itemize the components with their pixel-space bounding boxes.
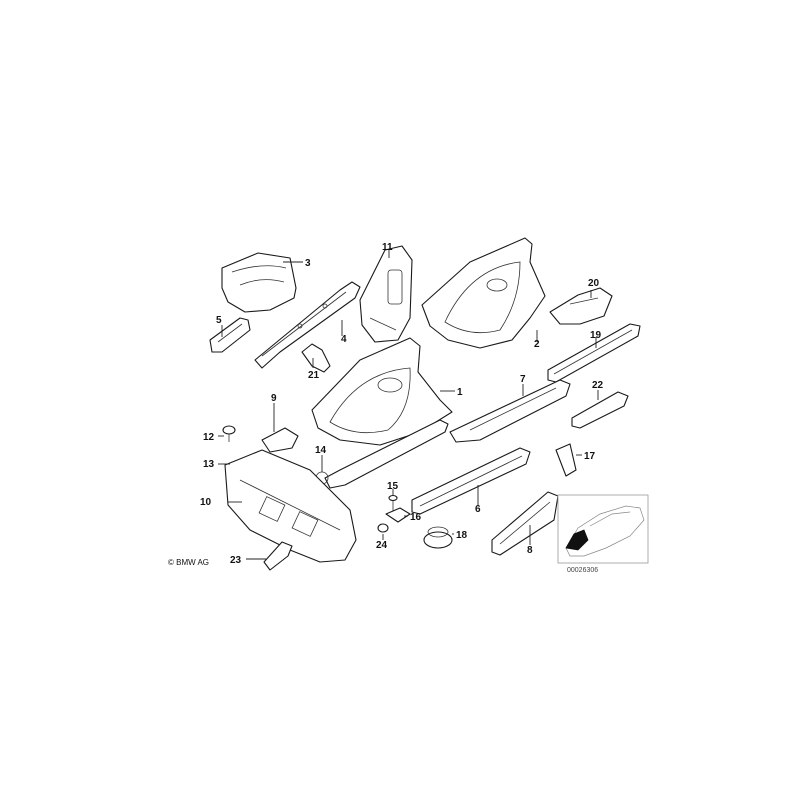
part-17[interactable]	[555, 443, 577, 477]
part-21[interactable]	[301, 343, 331, 373]
part-20[interactable]	[549, 287, 613, 325]
callout-14: 14	[315, 445, 327, 456]
part-5[interactable]	[209, 317, 251, 353]
callout-4: 4	[341, 334, 347, 345]
callout-20: 20	[588, 278, 600, 289]
part-1[interactable]	[311, 337, 453, 446]
callout-12: 12	[203, 432, 215, 443]
part-3[interactable]	[221, 252, 297, 313]
part-2[interactable]	[421, 237, 546, 349]
part-24[interactable]	[377, 523, 389, 533]
callout-21: 21	[308, 370, 320, 381]
callout-8: 8	[527, 545, 533, 556]
locator-inset: 00026306	[557, 494, 649, 574]
part-8[interactable]	[491, 491, 559, 556]
diagram-ref: 00026306	[567, 567, 598, 574]
callout-23: 23	[230, 555, 242, 566]
callout-5: 5	[216, 315, 222, 326]
callout-7: 7	[520, 374, 526, 385]
callout-13: 13	[203, 459, 215, 470]
part-22[interactable]	[571, 391, 629, 429]
callout-19: 19	[590, 330, 602, 341]
part-4[interactable]	[254, 281, 361, 369]
callout-2: 2	[534, 339, 540, 350]
part-10[interactable]	[224, 449, 357, 563]
callout-15: 15	[387, 481, 399, 492]
callout-1: 1	[457, 387, 463, 398]
callout-22: 22	[592, 380, 604, 391]
callout-3: 3	[305, 258, 311, 269]
car-silhouette-icon	[565, 505, 645, 557]
callout-17: 17	[584, 451, 596, 462]
part-12[interactable]	[222, 425, 236, 442]
inset-frame	[557, 494, 649, 564]
part-16[interactable]	[385, 507, 411, 523]
callout-10: 10	[200, 497, 212, 508]
callout-11: 11	[382, 242, 393, 253]
part-11[interactable]	[359, 245, 413, 343]
callout-9: 9	[271, 393, 277, 404]
callout-24: 24	[376, 540, 388, 551]
part-7[interactable]	[449, 379, 571, 443]
copyright: © BMW AG	[168, 558, 209, 567]
part-23[interactable]	[263, 541, 293, 571]
part-9[interactable]	[261, 427, 299, 453]
callout-6: 6	[475, 504, 481, 515]
callout-labels: 3 5 4 11 2 20 19 21 1 7 22 17 9 12 13 10…	[200, 242, 604, 566]
part-6[interactable]	[411, 447, 531, 515]
callout-18: 18	[456, 530, 468, 541]
part-18[interactable]	[423, 526, 453, 549]
part-19[interactable]	[547, 323, 641, 383]
leader-lines	[218, 250, 599, 560]
callout-16: 16	[410, 512, 422, 523]
